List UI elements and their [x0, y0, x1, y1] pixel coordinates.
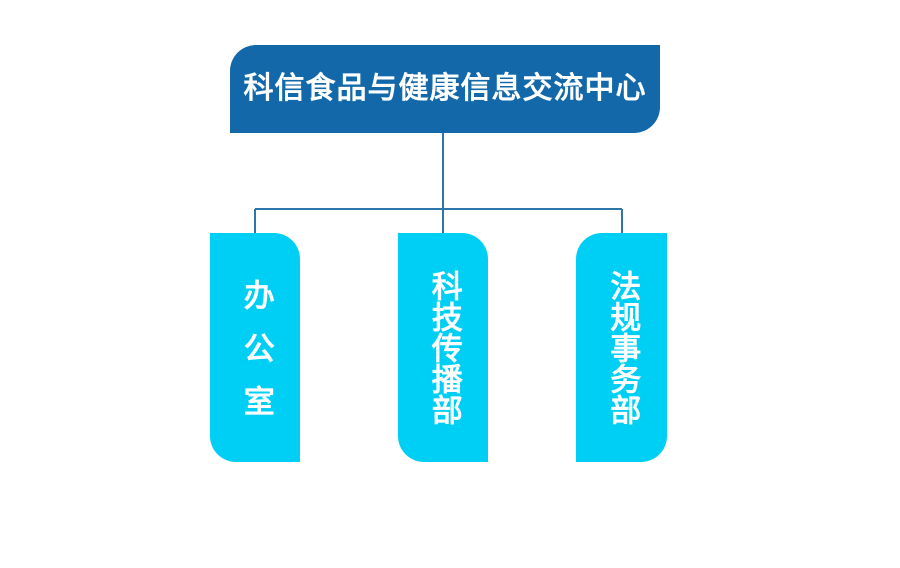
org-node-root-label: 科信食品与健康信息交流中心: [243, 71, 647, 106]
org-node-regulatory-affairs-label: 法规事务部: [604, 270, 641, 425]
org-node-regulatory-affairs[interactable]: 法规事务部: [576, 233, 667, 462]
org-node-sci-tech-communication-label: 科技传播部: [425, 270, 462, 425]
org-node-office-label: 办公室: [237, 279, 274, 438]
org-node-root[interactable]: 科信食品与健康信息交流中心: [230, 45, 660, 133]
org-node-sci-tech-communication[interactable]: 科技传播部: [398, 233, 488, 462]
org-node-office[interactable]: 办公室: [210, 233, 300, 462]
